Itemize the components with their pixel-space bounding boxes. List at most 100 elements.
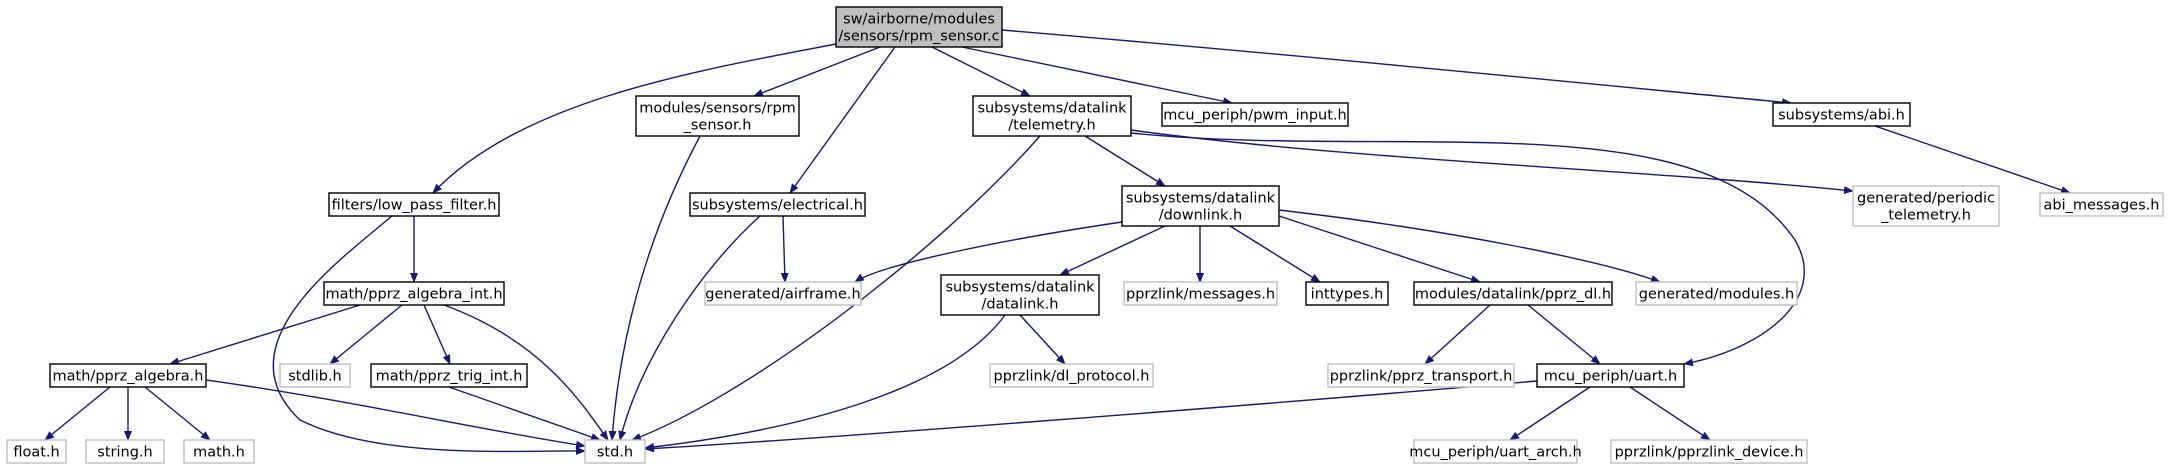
node-abi-messages: abi_messages.h <box>2039 192 2164 217</box>
edge-pprz_algebra_int-to-std <box>443 304 609 441</box>
node-pprz-transport: pprzlink/pprz_transport.h <box>1327 363 1515 388</box>
node-root[interactable]: sw/airborne/modules/sensors/rpm_sensor.c <box>835 6 1003 48</box>
node-label: mcu_periph/uart_arch.h <box>1409 445 1581 461</box>
node-inttypes[interactable]: inttypes.h <box>1305 281 1389 306</box>
node-string: string.h <box>85 439 165 464</box>
node-label: mcu_periph/uart.h <box>1544 369 1677 385</box>
edges-layer <box>44 29 2071 455</box>
node-box <box>183 439 255 464</box>
edge-low_pass_filter-to-std <box>272 215 586 455</box>
node-label: modules/datalink/pprz_dl.h <box>1415 287 1611 303</box>
node-box <box>972 95 1132 137</box>
node-pprzlink-device: pprzlink/pprzlink_device.h <box>1610 439 1808 464</box>
node-dl-protocol: pprzlink/dl_protocol.h <box>989 363 1154 388</box>
node-label: abi_messages.h <box>2044 198 2160 214</box>
edge-datalink-to-dl_protocol <box>1019 314 1066 365</box>
edge-downlink-to-datalink <box>1059 225 1166 276</box>
node-float: float.h <box>6 439 67 464</box>
edge-telemetry-to-std <box>631 135 1041 441</box>
node-pprz-trig-int[interactable]: math/pprz_trig_int.h <box>370 363 528 388</box>
node-label: generated/periodic <box>1857 191 1995 207</box>
node-label: subsystems/abi.h <box>1778 108 1905 124</box>
node-label: pprzlink/pprz_transport.h <box>1330 369 1513 385</box>
edge-abi-to-abi_messages <box>1874 125 2071 194</box>
edge-root-to-telemetry <box>931 46 1031 97</box>
node-downlink[interactable]: subsystems/datalink/downlink.h <box>1121 185 1280 227</box>
node-box <box>1635 281 1798 306</box>
edge-pprz_algebra-to-math <box>144 386 211 441</box>
edge-pprz_algebra_int-to-pprz_algebra <box>169 304 361 366</box>
edge-pprz_dl-to-pprz_transport <box>1424 304 1491 365</box>
node-label: modules/sensors/rpm <box>639 101 796 117</box>
node-box <box>1123 281 1278 306</box>
node-label: stdlib.h <box>288 369 342 385</box>
edge-uart-to-uart_arch <box>1509 386 1591 441</box>
node-abi[interactable]: subsystems/abi.h <box>1772 102 1911 127</box>
node-box <box>1305 281 1389 306</box>
edge-electrical-to-std <box>618 215 761 441</box>
node-label: string.h <box>97 445 152 461</box>
node-telemetry[interactable]: subsystems/datalink/telemetry.h <box>972 95 1132 137</box>
node-datalink[interactable]: subsystems/datalink/datalink.h <box>940 274 1100 316</box>
edge-telemetry-to-downlink <box>1084 135 1166 187</box>
node-box <box>279 363 351 388</box>
node-uart[interactable]: mcu_periph/uart.h <box>1536 363 1685 388</box>
node-box <box>1413 281 1613 306</box>
edge-datalink-to-std <box>644 314 1006 451</box>
node-box <box>704 281 862 306</box>
node-uart-arch: mcu_periph/uart_arch.h <box>1409 439 1582 464</box>
edge-pprz_algebra-to-float <box>44 386 111 441</box>
node-label: math/pprz_algebra_int.h <box>325 287 502 303</box>
node-label: /sensors/rpm_sensor.c <box>838 29 999 45</box>
node-box <box>1772 102 1911 127</box>
node-label: filters/low_pass_filter.h <box>332 198 497 214</box>
node-pwm-input[interactable]: mcu_periph/pwm_input.h <box>1161 102 1349 127</box>
node-label: std.h <box>597 445 633 461</box>
edge-root-to-electrical <box>789 46 896 194</box>
node-box <box>1536 363 1685 388</box>
node-rpm-sensor-h[interactable]: modules/sensors/rpm_sensor.h <box>635 95 800 137</box>
nodes-layer: sw/airborne/modules/sensors/rpm_sensor.c… <box>6 6 2164 464</box>
node-box <box>835 6 1003 48</box>
node-label: math.h <box>193 445 245 461</box>
edge-pprz_dl-to-uart <box>1527 304 1601 365</box>
edge-root-to-pwm_input <box>961 46 1233 106</box>
edge-downlink-to-generated_modules <box>1278 209 1661 283</box>
node-box <box>689 192 866 217</box>
node-pprz-dl[interactable]: modules/datalink/pprz_dl.h <box>1413 281 1613 306</box>
node-label: float.h <box>13 445 59 461</box>
node-box <box>85 439 165 464</box>
node-box <box>2039 192 2164 217</box>
node-label: _telemetry.h <box>1880 208 1971 224</box>
node-pprz-algebra[interactable]: math/pprz_algebra.h <box>49 363 207 388</box>
node-box <box>323 281 505 306</box>
node-label: math/pprz_algebra.h <box>53 369 204 385</box>
node-box <box>1121 185 1280 227</box>
edge-uart-to-pprzlink_device <box>1629 386 1711 441</box>
node-label: sw/airborne/modules <box>843 12 995 28</box>
node-box <box>1852 185 2000 227</box>
node-label: /datalink.h <box>982 297 1059 313</box>
node-std: std.h <box>584 439 646 464</box>
node-box <box>328 192 500 217</box>
edge-root-to-abi <box>1001 29 1792 107</box>
node-periodic-telemetry: generated/periodic_telemetry.h <box>1852 185 2000 227</box>
node-label: subsystems/datalink <box>1126 191 1276 207</box>
node-generated-modules: generated/modules.h <box>1635 281 1798 306</box>
node-label: /downlink.h <box>1159 208 1242 224</box>
node-electrical[interactable]: subsystems/electrical.h <box>689 192 866 217</box>
node-pprz-algebra-int[interactable]: math/pprz_algebra_int.h <box>323 281 505 306</box>
node-label: pprzlink/messages.h <box>1126 287 1275 303</box>
node-label: _sensor.h <box>683 118 752 134</box>
node-pprzlink-messages: pprzlink/messages.h <box>1123 281 1278 306</box>
node-label: inttypes.h <box>1311 287 1384 303</box>
edge-downlink-to-pprz_dl <box>1278 215 1481 283</box>
node-box <box>6 439 67 464</box>
node-low-pass-filter[interactable]: filters/low_pass_filter.h <box>328 192 500 217</box>
node-box <box>635 95 800 137</box>
node-label: mcu_periph/pwm_input.h <box>1163 108 1346 124</box>
edge-pprz_algebra_int-to-pprz_trig_int <box>423 304 451 365</box>
node-label: math/pprz_trig_int.h <box>376 369 523 385</box>
node-label: generated/modules.h <box>1639 287 1794 303</box>
